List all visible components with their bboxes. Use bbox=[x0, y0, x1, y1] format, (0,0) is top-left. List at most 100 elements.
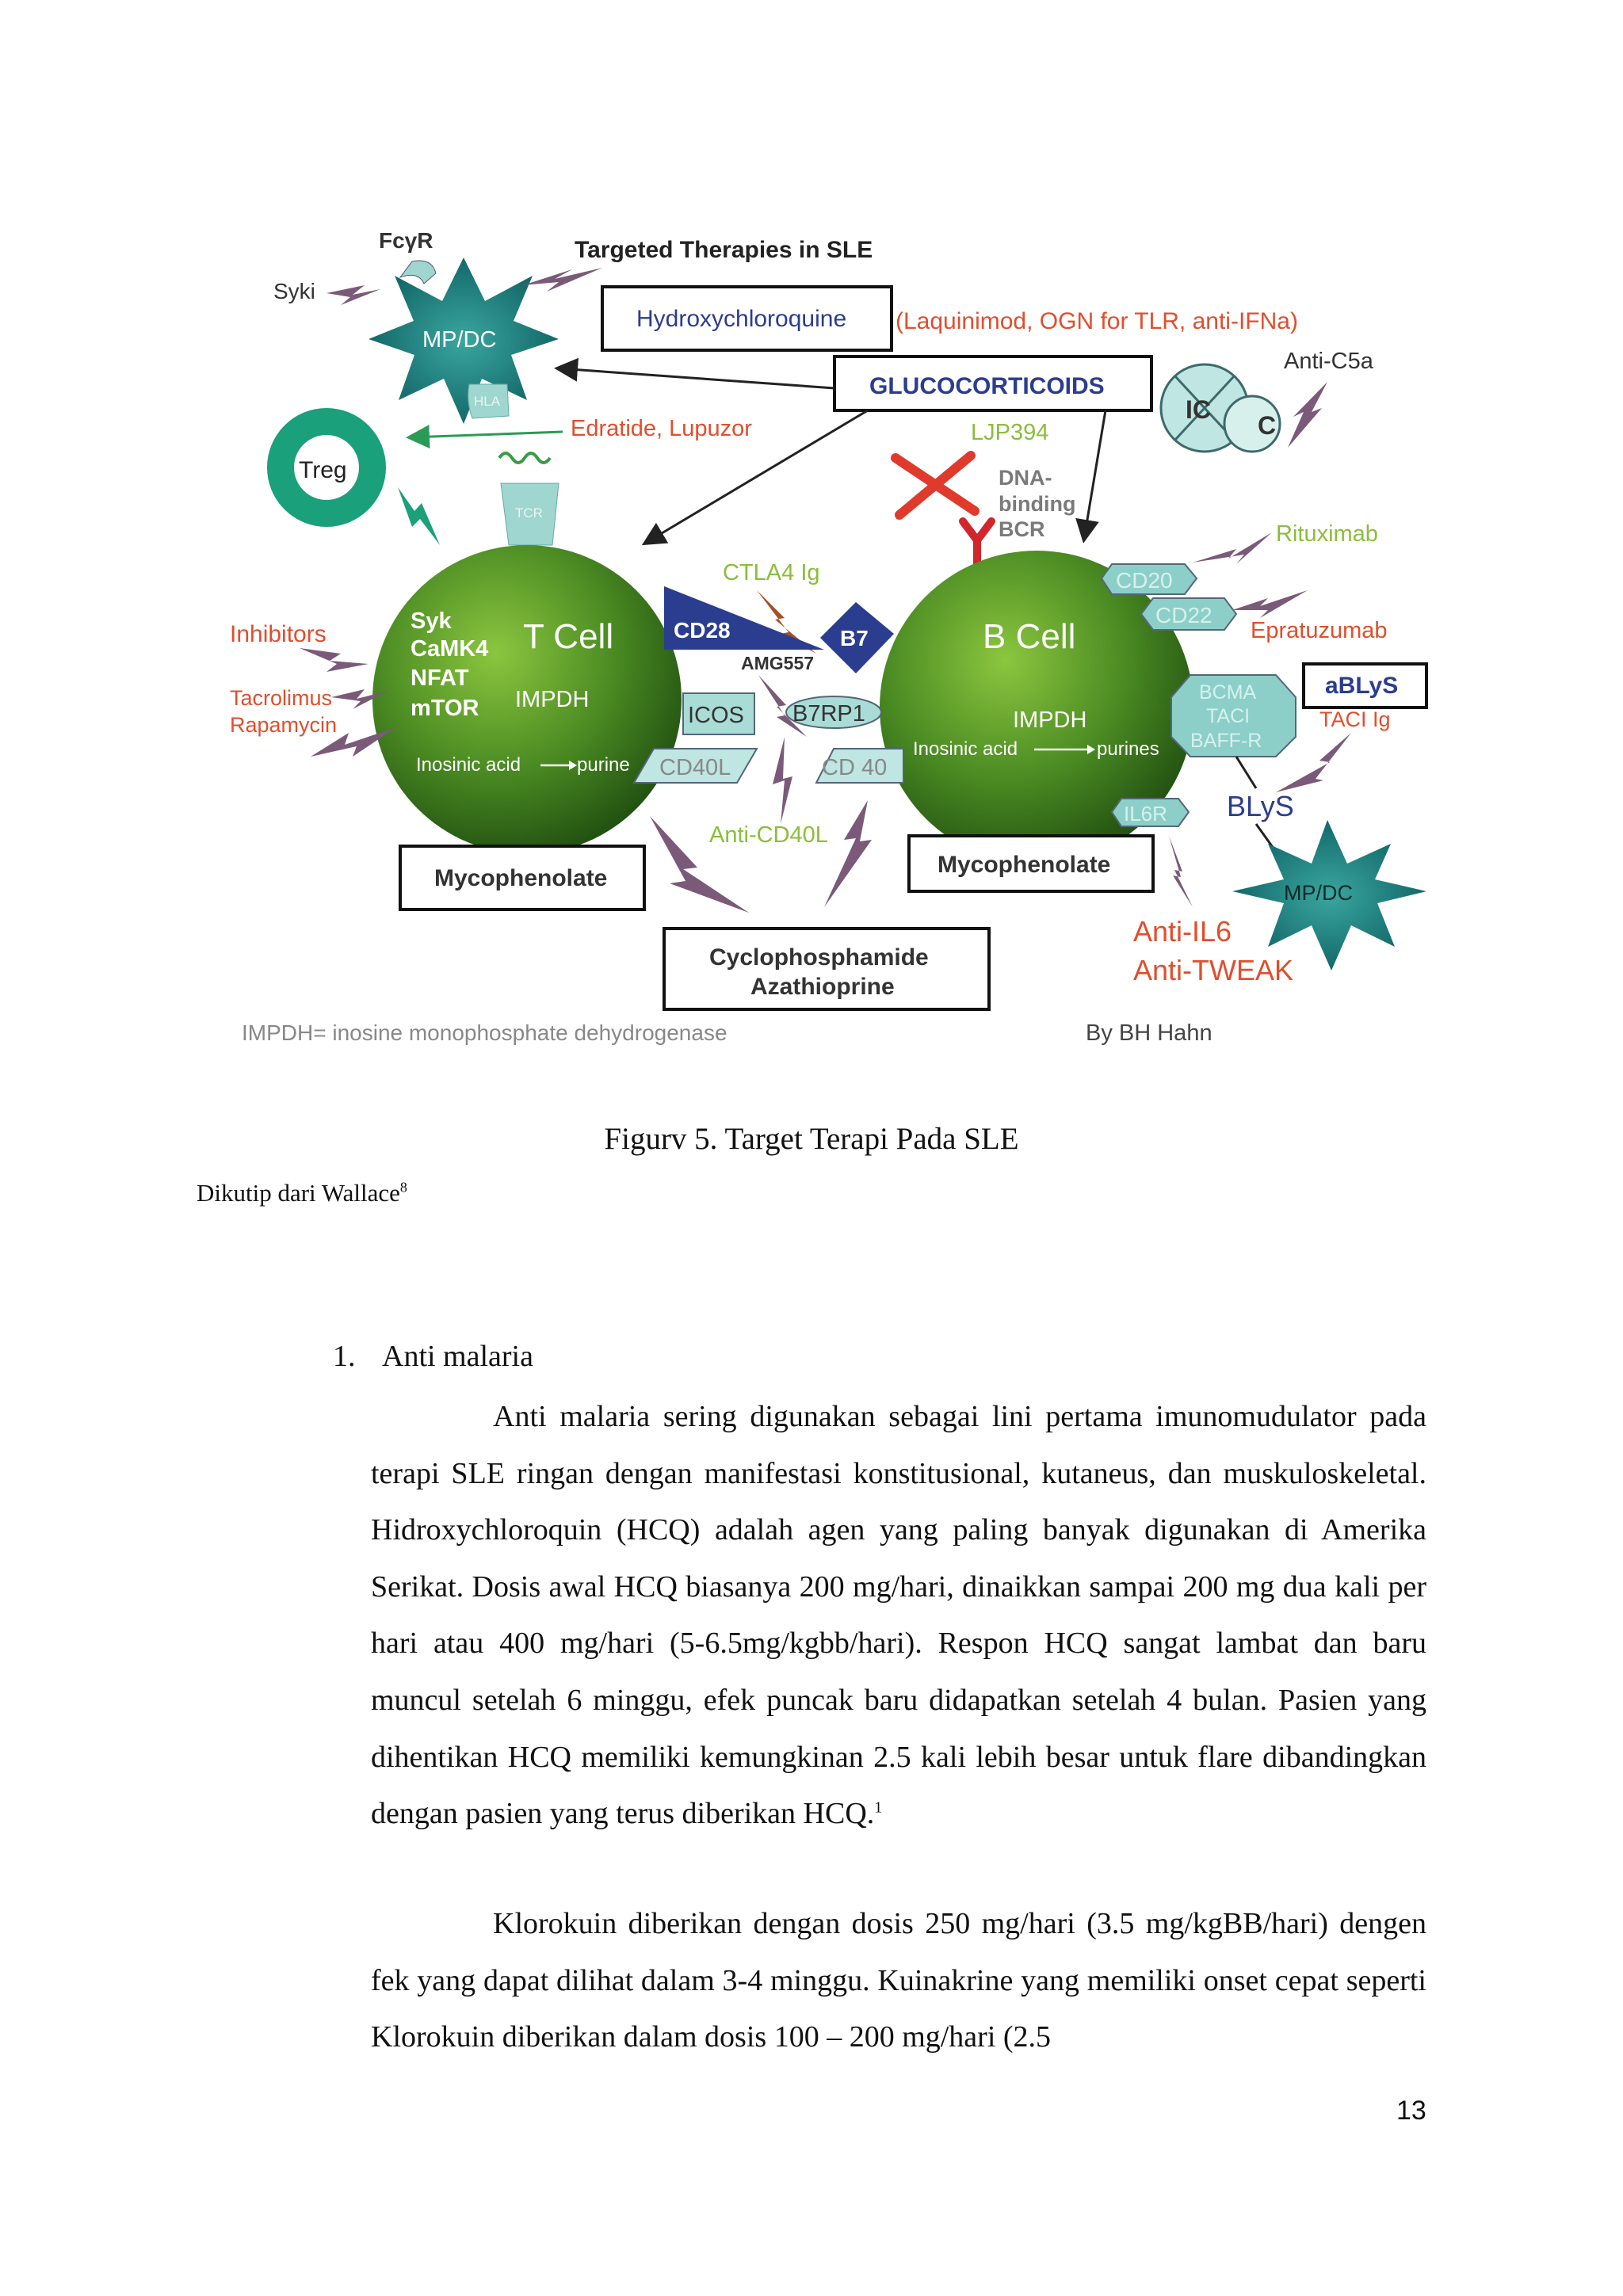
tacrolimus-label: Tacrolimus bbox=[230, 686, 332, 710]
hydroxychloroquine-label: Hydroxychloroquine bbox=[636, 306, 846, 332]
title-bolt-icon bbox=[523, 268, 602, 292]
tacrolimus-bolt-icon bbox=[331, 689, 388, 709]
icos-box bbox=[682, 692, 755, 735]
cd40l-shape bbox=[632, 748, 758, 784]
source-text: Dikutip dari Wallace bbox=[197, 1179, 400, 1207]
anti-cd40l-bolt-1 bbox=[773, 737, 792, 824]
b7-diamond bbox=[820, 602, 894, 673]
impdh-definition: IMPDH= inosine monophosphate dehydrogena… bbox=[242, 1020, 727, 1045]
paragraph-klorokuin: Klorokuin diberikan dengan dosis 250 mg/… bbox=[371, 1896, 1426, 2066]
mycophenolate-right-box bbox=[907, 834, 1155, 893]
bcell-title: B Cell bbox=[983, 617, 1075, 656]
mpdc-top-star bbox=[369, 257, 559, 424]
treg-ring bbox=[267, 408, 386, 527]
b-cell bbox=[880, 551, 1193, 864]
fcyr-receptor-icon bbox=[399, 260, 437, 284]
ljp394-x-stroke-2 bbox=[895, 451, 976, 520]
taci-ig-label: TACI Ig bbox=[1319, 707, 1391, 731]
mpdc-bottom-label: MP/DC bbox=[1284, 881, 1353, 905]
c-label: C bbox=[1258, 411, 1276, 440]
il6r-hex bbox=[1110, 798, 1190, 827]
figure-source: Dikutip dari Wallace8 bbox=[197, 1179, 407, 1207]
cd40-label: CD 40 bbox=[822, 755, 887, 780]
hla-icon bbox=[468, 383, 510, 419]
tcell-purine: purine bbox=[577, 754, 630, 776]
amg557-label: AMG557 bbox=[741, 653, 814, 673]
tcr-squiggle-icon bbox=[498, 452, 552, 464]
rapamycin-label: Rapamycin bbox=[230, 713, 337, 737]
cd28-triangle bbox=[664, 586, 824, 650]
icos-label: ICOS bbox=[688, 703, 744, 728]
ic-cross-line-2 bbox=[1174, 375, 1235, 441]
syki-label: Syki bbox=[273, 279, 315, 303]
b7rp1-label: B7RP1 bbox=[792, 701, 865, 727]
source-reference: 8 bbox=[399, 1179, 407, 1196]
tcell-arrowhead bbox=[569, 761, 577, 770]
b7rp1-ellipse bbox=[785, 696, 882, 729]
c-complement-icon bbox=[1223, 395, 1281, 453]
mycophenolate-left-bolt-icon bbox=[650, 816, 749, 913]
bcell-arrowhead bbox=[1087, 745, 1095, 754]
rituximab-label: Rituximab bbox=[1276, 521, 1378, 547]
cd22-hex bbox=[1140, 597, 1238, 631]
tcell-title: T Cell bbox=[523, 617, 613, 656]
inhibitors-bolt-icon bbox=[300, 648, 369, 672]
t-cell bbox=[372, 545, 682, 854]
paragraph2-text: Klorokuin diberikan dengan dosis 250 mg/… bbox=[371, 1907, 1426, 2054]
il6r-label: IL6R bbox=[1124, 802, 1167, 826]
tcr-label: TCR bbox=[515, 505, 543, 521]
mycophenolate-left-box bbox=[399, 845, 646, 911]
cd28-label: CD28 bbox=[674, 618, 731, 643]
cd22-label: CD22 bbox=[1155, 603, 1212, 627]
anti-il6-bolt-icon bbox=[1169, 836, 1193, 907]
bcma-taci-baffr-octagon bbox=[1170, 674, 1296, 757]
ctla4-label: CTLA4 Ig bbox=[723, 560, 820, 585]
syki-bolt-icon bbox=[327, 285, 380, 305]
paragraph-anti-malaria: Anti malaria sering digunakan sebagai li… bbox=[371, 1389, 1426, 1843]
blys-link bbox=[1235, 756, 1258, 789]
figure-title: Targeted Therapies in SLE bbox=[575, 237, 873, 263]
hydroxychloroquine-box bbox=[601, 285, 893, 352]
tcell-camk4: CaMK4 bbox=[411, 636, 488, 662]
ctla4-bolt-icon bbox=[757, 590, 816, 654]
treg-bolt-icon bbox=[398, 487, 440, 545]
rapamycin-bolt-icon bbox=[311, 727, 396, 757]
cd20-label: CD20 bbox=[1116, 568, 1173, 593]
hla-label: HLA bbox=[474, 394, 501, 409]
glucocorticoids-to-mpdc-arrow bbox=[554, 357, 835, 390]
icos-bolt-icon bbox=[758, 675, 807, 737]
cd20-hex bbox=[1100, 563, 1198, 595]
taci-ig-bolt-icon bbox=[1276, 733, 1351, 792]
figure-caption: Figurv 5. Target Terapi Pada SLE bbox=[604, 1122, 1019, 1156]
glucocorticoids-label: GLUCOCORTICOIDS bbox=[869, 373, 1105, 399]
epratuzumab-bolt-icon bbox=[1232, 590, 1308, 618]
anti-c5a-bolt-icon bbox=[1288, 382, 1327, 448]
glucocorticoids-box bbox=[833, 355, 1153, 412]
paragraph1-reference: 1 bbox=[874, 1798, 883, 1817]
ablys-box bbox=[1302, 662, 1428, 709]
tcell-syk: Syk bbox=[411, 608, 452, 634]
cd40-shape bbox=[815, 748, 904, 784]
blys-label: BLyS bbox=[1227, 790, 1294, 822]
tcr-receptor-icon bbox=[500, 482, 559, 546]
mpdc-bottom-star bbox=[1232, 820, 1426, 971]
laquinimod-label: (Laquinimod, OGN for TLR, anti-IFNa) bbox=[896, 308, 1298, 334]
section-title: Anti malaria bbox=[382, 1340, 533, 1373]
bcma-label: BCMA bbox=[1199, 681, 1257, 704]
section-heading: 1. Anti malaria bbox=[333, 1339, 533, 1374]
fcyr-label: FcγR bbox=[379, 228, 433, 253]
anti-tweak-label: Anti-TWEAK bbox=[1133, 954, 1293, 986]
mycophenolate-right-label: Mycophenolate bbox=[938, 852, 1110, 878]
author-credit: By BH Hahn bbox=[1086, 1020, 1212, 1046]
ic-label: IC bbox=[1186, 395, 1211, 424]
mpdc-top-label: MP/DC bbox=[422, 327, 496, 353]
ljp394-label: LJP394 bbox=[971, 420, 1048, 445]
bcr-receptor-icon bbox=[959, 517, 995, 568]
ablys-label: aBLyS bbox=[1325, 673, 1398, 699]
bcell-inosinic: Inosinic acid bbox=[913, 738, 1018, 760]
section-number: 1. bbox=[333, 1340, 356, 1373]
baffr-label: BAFF-R bbox=[1190, 730, 1262, 752]
binding-label: binding bbox=[999, 492, 1075, 516]
bcr-label: BCR bbox=[999, 517, 1045, 541]
inhibitors-label: Inhibitors bbox=[230, 621, 327, 647]
